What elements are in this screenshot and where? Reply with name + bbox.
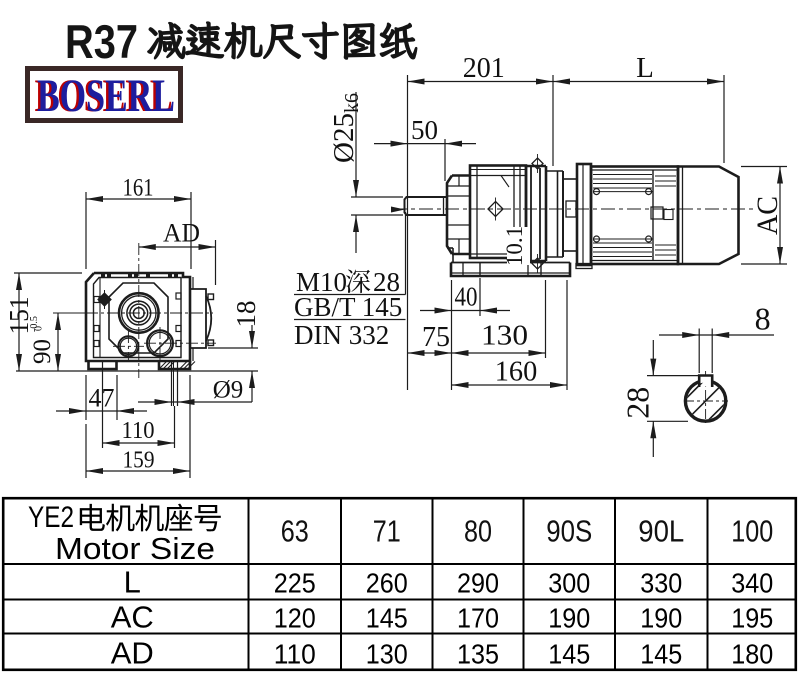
svg-text:63: 63: [281, 514, 309, 549]
svg-text:190: 190: [640, 603, 682, 634]
svg-text:28: 28: [373, 267, 400, 297]
svg-text:DIN 332: DIN 332: [294, 320, 389, 350]
svg-text:190: 190: [548, 603, 590, 634]
svg-text:R37: R37: [65, 15, 138, 68]
svg-text:AC: AC: [111, 600, 154, 635]
svg-text:260: 260: [366, 567, 408, 598]
svg-text:340: 340: [731, 567, 773, 598]
svg-text:M10: M10: [296, 267, 347, 297]
svg-text:120: 120: [274, 603, 316, 634]
svg-text:75: 75: [422, 322, 450, 353]
svg-text:130: 130: [366, 639, 408, 670]
svg-text:100: 100: [731, 514, 773, 549]
svg-text:YE2: YE2: [28, 501, 74, 534]
svg-text:290: 290: [457, 567, 499, 598]
svg-text:160: 160: [495, 357, 538, 388]
svg-text:130: 130: [481, 321, 528, 352]
svg-text:145: 145: [640, 639, 682, 670]
svg-text:90L: 90L: [638, 514, 684, 549]
svg-text:90S: 90S: [546, 514, 592, 549]
svg-text:159: 159: [123, 447, 155, 473]
svg-text:225: 225: [274, 567, 316, 598]
svg-text:135: 135: [457, 639, 499, 670]
svg-text:161: 161: [123, 174, 154, 201]
svg-text:28: 28: [620, 387, 656, 419]
svg-text:80: 80: [464, 514, 492, 549]
svg-text:170: 170: [457, 603, 499, 634]
svg-text:145: 145: [548, 639, 590, 670]
svg-text:330: 330: [640, 567, 682, 598]
svg-text:47: 47: [89, 384, 115, 413]
svg-text:Ø9: Ø9: [213, 377, 244, 404]
svg-text:AD: AD: [163, 219, 200, 248]
svg-text:40: 40: [455, 282, 478, 312]
svg-text:18: 18: [231, 301, 261, 328]
svg-text:L: L: [124, 564, 141, 599]
svg-text:BOSERL: BOSERL: [35, 70, 173, 122]
svg-text:10.1: 10.1: [502, 226, 527, 266]
svg-text:201: 201: [463, 53, 505, 84]
svg-text:AD: AD: [111, 636, 154, 671]
svg-text:180: 180: [731, 639, 773, 670]
svg-text:145: 145: [366, 603, 408, 634]
svg-text:GB/T 145: GB/T 145: [294, 292, 402, 322]
svg-text:8: 8: [755, 301, 771, 337]
svg-text:50: 50: [411, 115, 438, 145]
svg-text:AC: AC: [751, 196, 784, 235]
svg-text:110: 110: [122, 418, 155, 444]
svg-text:Motor Size: Motor Size: [55, 531, 215, 566]
svg-text:195: 195: [731, 603, 773, 634]
svg-text:0: 0: [34, 326, 45, 331]
svg-text:90: 90: [29, 339, 56, 364]
svg-text:110: 110: [274, 639, 316, 670]
svg-text:300: 300: [548, 567, 590, 598]
svg-text:71: 71: [373, 514, 401, 549]
svg-text:BOSERL: BOSERL: [37, 70, 175, 122]
svg-text:-0.5: -0.5: [29, 316, 40, 332]
svg-text:L: L: [636, 52, 654, 84]
svg-text:151: 151: [4, 296, 34, 334]
